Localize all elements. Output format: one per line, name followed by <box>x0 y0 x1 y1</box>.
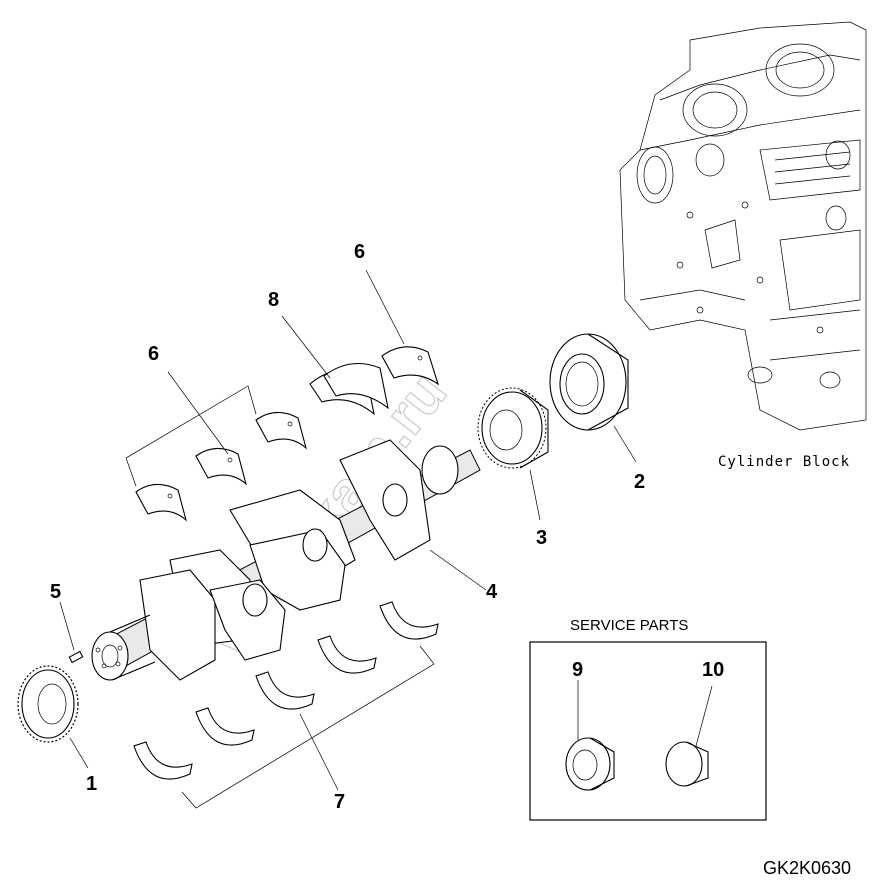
leader-6-left <box>167 371 229 455</box>
callout-2: 2 <box>634 471 645 493</box>
bracket-7 <box>181 645 435 809</box>
callout-6-left: 6 <box>148 343 159 365</box>
leader-4 <box>429 549 487 591</box>
leader-2 <box>613 425 637 463</box>
callout-4: 4 <box>486 581 498 603</box>
leader-8 <box>281 315 331 379</box>
part-6-upper-bearing-shells-group <box>135 411 307 522</box>
leader-5 <box>59 601 75 651</box>
callout-8: 8 <box>268 289 279 311</box>
leader-1 <box>69 737 89 769</box>
leader-7 <box>299 713 339 791</box>
bracket-6-left <box>125 385 257 487</box>
part-5-key <box>68 650 84 664</box>
callout-5: 5 <box>50 581 61 603</box>
part-4-crankshaft <box>91 439 481 681</box>
service-parts-title: SERVICE PARTS <box>570 617 688 634</box>
callout-1: 1 <box>86 773 97 795</box>
cylinder-block-label: Cylinder Block <box>718 454 850 470</box>
part-2-rear-oil-seal <box>549 333 629 431</box>
leader-10 <box>695 685 713 747</box>
callout-9: 9 <box>572 659 583 681</box>
part-10-service-wear-sleeve <box>665 741 709 787</box>
leader-6-right <box>365 269 405 345</box>
callout-6-right: 6 <box>354 241 365 263</box>
part-1-front-gear <box>17 665 79 743</box>
part-9-service-oil-seal <box>565 737 615 791</box>
figure-code: GK2K0630 <box>763 858 851 878</box>
part-3-crankshaft-gear <box>477 387 549 469</box>
part-6-upper-bearing-shell-right <box>381 346 440 386</box>
leader-3 <box>529 469 541 521</box>
cylinder-block-illustration <box>619 21 867 431</box>
callout-7: 7 <box>334 791 345 813</box>
part-7-lower-bearing-shells-group <box>133 601 439 780</box>
callout-3: 3 <box>536 527 547 549</box>
service-parts-box <box>529 641 767 821</box>
part-8-thrust-bearing <box>309 362 389 416</box>
callout-10: 10 <box>702 659 724 681</box>
